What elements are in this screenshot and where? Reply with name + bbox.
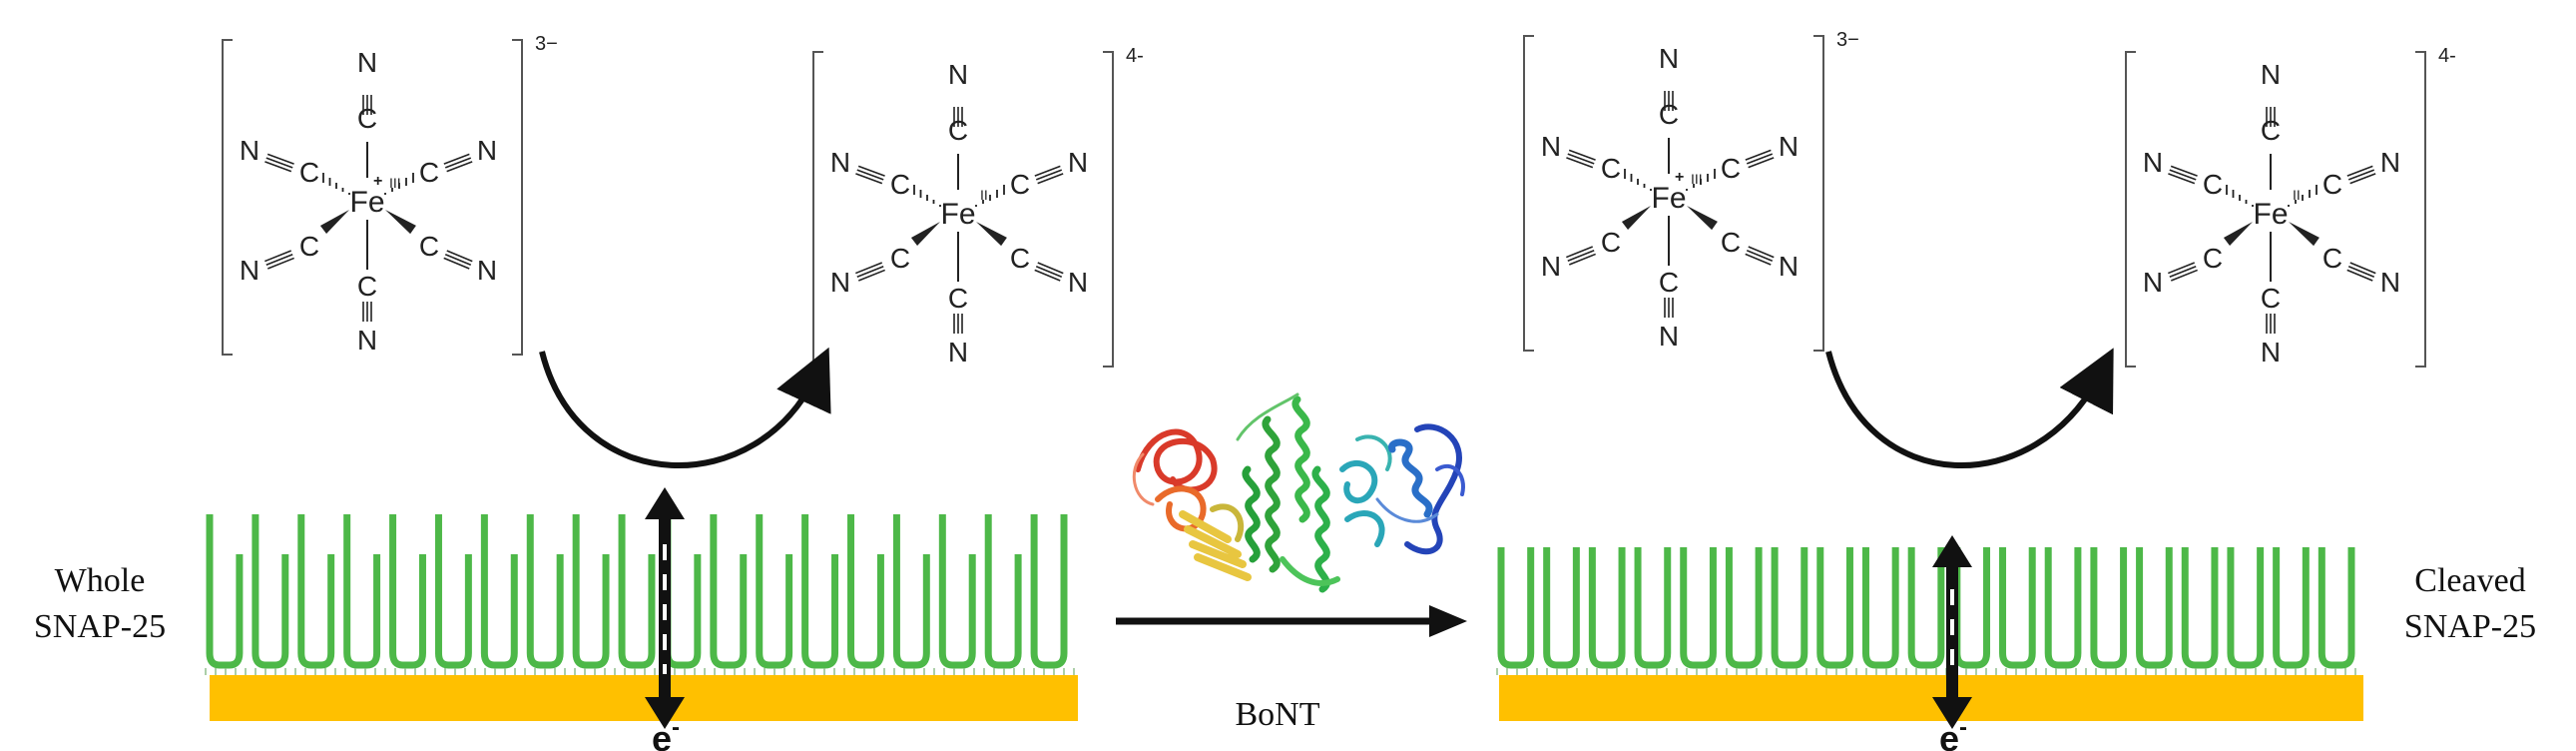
carbon-label: C bbox=[1721, 227, 1741, 258]
nitrogen-label: N bbox=[1541, 251, 1561, 282]
redox-curve-arrow-right bbox=[1825, 348, 2114, 468]
nitrogen-label: N bbox=[2143, 267, 2163, 298]
carbon-label: C bbox=[2261, 115, 2281, 146]
nitrogen-label: N bbox=[948, 59, 968, 90]
carbon-label: C bbox=[357, 103, 377, 134]
bracket-left bbox=[812, 51, 823, 368]
carbon-label: C bbox=[1659, 99, 1679, 130]
carbon-label: C bbox=[2322, 169, 2342, 200]
oxidation-state-label: II bbox=[980, 187, 988, 203]
nitrogen-label: N bbox=[477, 255, 497, 286]
bracket-right bbox=[1813, 35, 1824, 352]
bracket-left bbox=[1523, 35, 1534, 352]
nitrogen-label: N bbox=[1068, 267, 1088, 298]
bracket-right bbox=[2415, 51, 2426, 368]
redox-curve-arrow-left bbox=[539, 347, 831, 468]
iron-atom-label: Fe bbox=[1651, 182, 1686, 215]
nitrogen-label: N bbox=[830, 147, 850, 178]
nitrogen-label: N bbox=[240, 135, 259, 166]
oxidation-state-label: II bbox=[2293, 187, 2301, 203]
nitrogen-label: N bbox=[830, 267, 850, 298]
bracket-left bbox=[2125, 51, 2136, 368]
carbon-label: C bbox=[1010, 169, 1030, 200]
nitrogen-label: N bbox=[477, 135, 497, 166]
whole-snap25-label-2: SNAP-25 bbox=[34, 608, 166, 645]
nitrogen-label: N bbox=[1779, 131, 1799, 162]
gold-electrode-right bbox=[1499, 675, 2363, 721]
cleaved-snap25-label-2: SNAP-25 bbox=[2404, 608, 2536, 645]
gold-electrode-left bbox=[210, 675, 1078, 721]
nitrogen-label: N bbox=[1779, 251, 1799, 282]
bracket-right bbox=[1103, 51, 1114, 368]
carbon-label: C bbox=[948, 115, 968, 146]
bont-reaction-arrowhead bbox=[1429, 605, 1467, 637]
nitrogen-label: N bbox=[2261, 337, 2281, 368]
electron-label-left: e- bbox=[652, 714, 680, 751]
plus-sign: + bbox=[373, 173, 382, 190]
nitrogen-label: N bbox=[240, 255, 259, 286]
carbon-label: C bbox=[419, 231, 439, 262]
carbon-label: C bbox=[1010, 243, 1030, 274]
oxidation-state-label: III bbox=[389, 175, 401, 191]
bont-label: BoNT bbox=[1236, 696, 1320, 733]
iron-atom-label: Fe bbox=[349, 186, 384, 219]
complex-charge: 4- bbox=[1126, 45, 1144, 67]
carbon-label: C bbox=[1601, 153, 1621, 184]
nitrogen-label: N bbox=[2380, 267, 2400, 298]
carbon-label: C bbox=[2203, 243, 2223, 274]
electron-transfer-arrow-left bbox=[645, 487, 685, 729]
oxidation-state-label: III bbox=[1691, 171, 1703, 187]
cleaved-snap25-label: Cleaved bbox=[2414, 562, 2525, 599]
whole-snap25-monolayer bbox=[205, 514, 1075, 675]
carbon-label: C bbox=[890, 243, 910, 274]
electron-transfer-arrow-right bbox=[1932, 535, 1972, 729]
nitrogen-label: N bbox=[1659, 321, 1679, 352]
carbon-label: C bbox=[948, 283, 968, 314]
iron-atom-label: Fe bbox=[940, 198, 975, 231]
nitrogen-label: N bbox=[948, 337, 968, 368]
carbon-label: C bbox=[1721, 153, 1741, 184]
nitrogen-label: N bbox=[2261, 59, 2281, 90]
carbon-label: C bbox=[1601, 227, 1621, 258]
complex-charge: 4- bbox=[2438, 45, 2456, 67]
nitrogen-label: N bbox=[357, 325, 377, 356]
nitrogen-label: N bbox=[1068, 147, 1088, 178]
cleaved-snap25-monolayer bbox=[1496, 547, 2356, 675]
complex-charge: 3− bbox=[1836, 29, 1859, 51]
nitrogen-label: N bbox=[1541, 131, 1561, 162]
carbon-label: C bbox=[357, 271, 377, 302]
carbon-label: C bbox=[890, 169, 910, 200]
nitrogen-label: N bbox=[2143, 147, 2163, 178]
nitrogen-label: N bbox=[2380, 147, 2400, 178]
carbon-label: C bbox=[2203, 169, 2223, 200]
carbon-label: C bbox=[299, 157, 319, 188]
bont-protein-structure bbox=[1132, 392, 1465, 593]
carbon-label: C bbox=[419, 157, 439, 188]
complex-charge: 3− bbox=[535, 33, 558, 55]
bracket-right bbox=[512, 39, 523, 356]
whole-snap25-label: Whole bbox=[55, 562, 146, 599]
carbon-label: C bbox=[2322, 243, 2342, 274]
iron-atom-label: Fe bbox=[2253, 198, 2288, 231]
carbon-label: C bbox=[1659, 267, 1679, 298]
carbon-label: C bbox=[299, 231, 319, 262]
carbon-label: C bbox=[2261, 283, 2281, 314]
nitrogen-label: N bbox=[1659, 43, 1679, 74]
bracket-left bbox=[222, 39, 233, 356]
electron-label-right: e- bbox=[1939, 714, 1967, 751]
nitrogen-label: N bbox=[357, 47, 377, 78]
plus-sign: + bbox=[1675, 169, 1684, 186]
